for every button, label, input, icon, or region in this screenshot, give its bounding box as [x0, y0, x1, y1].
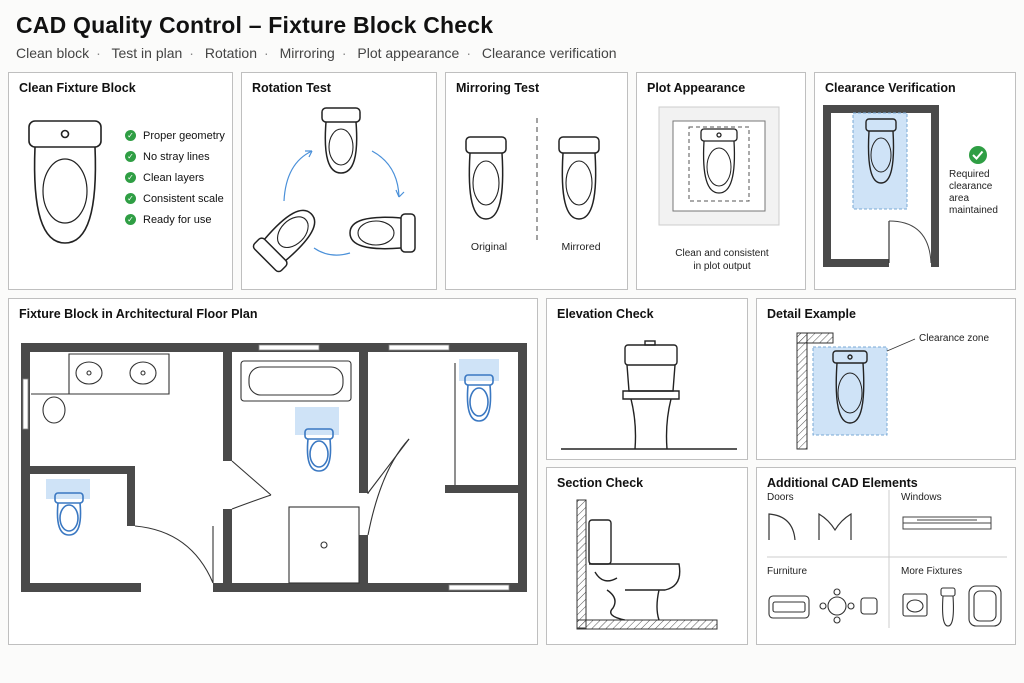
more-fixtures-label: More Fixtures [901, 566, 963, 577]
clearance-drawing [823, 105, 987, 267]
page-title: CAD Quality Control – Fixture Block Chec… [16, 12, 494, 38]
check-item: ✓Ready for use [125, 209, 225, 230]
check-item: ✓Proper geometry [125, 125, 225, 146]
toilet-side-icon [349, 213, 416, 253]
rotation-drawing [252, 107, 416, 273]
plot-caption: Clean and consistent in plot output [675, 248, 769, 272]
toilet-up-icon [321, 107, 361, 174]
check-list: ✓Proper geometry ✓No stray lines ✓Clean … [125, 125, 225, 230]
toilet-plan-drawing [28, 120, 102, 244]
door-icons [768, 512, 852, 541]
floor-plan-drawing [21, 343, 527, 592]
check-icon: ✓ [125, 193, 136, 204]
toilet-mirrored-icon [558, 136, 600, 220]
additional-drawing [767, 490, 1007, 628]
clearance-note: Required clearance area maintained [949, 169, 998, 216]
panel-title: Elevation Check [557, 307, 654, 321]
panel-title: Section Check [557, 476, 644, 490]
clean-block-panel: Clean Fixture Block ✓Proper geometry ✓No… [8, 72, 233, 290]
check-icon [969, 146, 987, 164]
detail-drawing [796, 332, 916, 450]
windows-label: Windows [901, 492, 942, 503]
panel-title: Clean Fixture Block [19, 81, 136, 95]
check-icon: ✓ [125, 151, 136, 162]
toilet-rotated-icon [252, 209, 316, 273]
subtitle-item: Plot appearance [357, 45, 460, 61]
subtitle-item: Rotation [204, 45, 258, 61]
panel-title: Plot Appearance [647, 81, 746, 95]
check-item: ✓Consistent scale [125, 188, 225, 209]
detail-example-panel: Detail Example Clearance zone [756, 298, 1016, 460]
furniture-icons [768, 588, 878, 624]
check-item: ✓No stray lines [125, 146, 225, 167]
check-icon: ✓ [125, 130, 136, 141]
subtitle-item: Test in plan [111, 45, 183, 61]
window-icon [902, 516, 992, 530]
check-icon: ✓ [125, 172, 136, 183]
clearance-verification-panel: Clearance Verification Required clearanc… [814, 72, 1016, 290]
furniture-label: Furniture [767, 566, 808, 577]
subtitle-item: Clean block [16, 45, 90, 61]
rotation-test-panel: Rotation Test [241, 72, 437, 290]
section-check-panel: Section Check [546, 467, 748, 645]
clearance-zone-callout: Clearance zone [919, 333, 990, 344]
subtitle-item: Clearance verification [481, 45, 617, 61]
toilet-original-icon [465, 136, 507, 220]
panel-title: Clearance Verification [825, 81, 956, 95]
panel-title: Detail Example [767, 307, 856, 321]
panel-title: Rotation Test [252, 81, 331, 95]
elevation-check-panel: Elevation Check [546, 298, 748, 460]
plot-drawing [658, 106, 780, 226]
doors-label: Doors [767, 492, 794, 503]
floor-plan-panel: Fixture Block in Architectural Floor Pla… [8, 298, 538, 645]
elevation-drawing [561, 340, 737, 450]
panel-title: Mirroring Test [456, 81, 540, 95]
additional-elements-panel: Additional CAD Elements Doors Windows Fu… [756, 467, 1016, 645]
check-icon: ✓ [125, 214, 136, 225]
subtitle-bar: Clean block· Test in plan· Rotation· Mir… [16, 45, 617, 61]
section-drawing [576, 499, 718, 630]
check-item: ✓Clean layers [125, 167, 225, 188]
mirroring-drawing [465, 118, 600, 243]
rotation-arrows-icon [283, 150, 405, 256]
panel-title: Fixture Block in Architectural Floor Pla… [19, 307, 258, 321]
fixture-blue-icon [54, 374, 494, 536]
more-fixtures-icons [902, 585, 1002, 627]
plot-appearance-panel: Plot Appearance Clean and consistent in … [636, 72, 806, 290]
original-label: Original [470, 241, 508, 253]
panel-title: Additional CAD Elements [767, 476, 918, 490]
mirroring-test-panel: Mirroring Test Original Mirrored [445, 72, 628, 290]
subtitle-item: Mirroring [279, 45, 335, 61]
mirrored-label: Mirrored [561, 241, 601, 253]
